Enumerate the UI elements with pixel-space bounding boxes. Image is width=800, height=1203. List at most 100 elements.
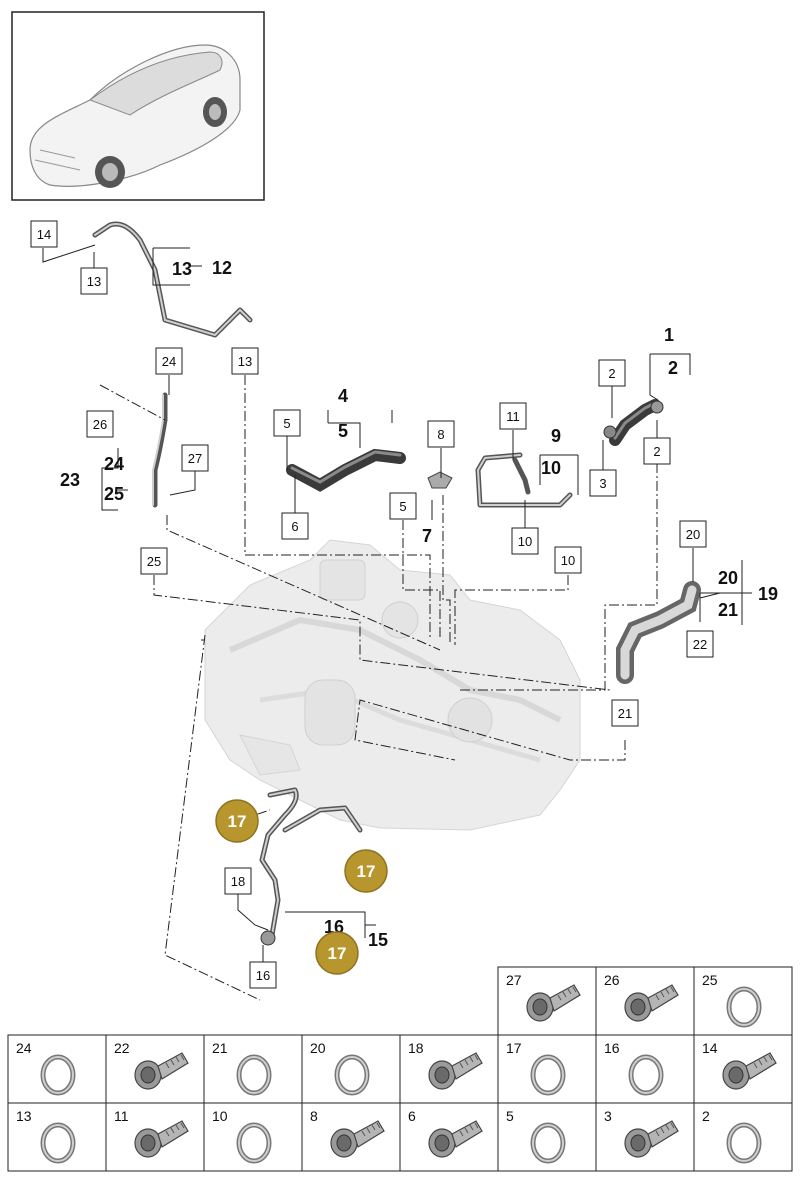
parts-cell-number: 24: [16, 1040, 32, 1056]
parts-cell-10: 10: [203, 1102, 303, 1172]
callout-box-2: 2: [643, 437, 671, 465]
parts-cell-6: 6: [399, 1102, 499, 1172]
badge-17: 17: [344, 849, 388, 893]
parts-cell-number: 25: [702, 972, 718, 988]
parts-cell-2: 2: [693, 1102, 793, 1172]
svg-text:2: 2: [653, 444, 660, 459]
callout-box-21: 21: [611, 699, 639, 727]
svg-text:18: 18: [231, 874, 245, 889]
label-25: 25: [104, 484, 124, 504]
badge-17: 17: [315, 931, 359, 975]
svg-text:11: 11: [506, 409, 520, 424]
group-labels: 13 12 24 23 25 4 5 7 9 10 1 2 20 21 19 1…: [60, 258, 778, 950]
bracket-7: [427, 471, 453, 489]
svg-text:22: 22: [693, 637, 707, 652]
svg-text:13: 13: [87, 274, 101, 289]
label-4: 4: [338, 386, 348, 406]
callout-box-20: 20: [679, 520, 707, 548]
svg-text:8: 8: [437, 427, 444, 442]
callout-box-13: 13: [80, 267, 108, 295]
svg-text:26: 26: [93, 417, 107, 432]
svg-text:17: 17: [228, 812, 247, 831]
svg-text:17: 17: [357, 862, 376, 881]
label-1: 1: [664, 325, 674, 345]
label-24: 24: [104, 454, 124, 474]
svg-text:3: 3: [599, 476, 606, 491]
callout-box-3: 3: [589, 469, 617, 497]
parts-cell-16: 16: [595, 1034, 695, 1104]
leader-lines: [99, 375, 658, 1001]
callout-box-22: 22: [686, 630, 714, 658]
parts-cell-11: 11: [105, 1102, 205, 1172]
parts-cell-number: 17: [506, 1040, 522, 1056]
hose-4: [286, 448, 406, 492]
parts-cell-number: 8: [310, 1108, 318, 1124]
callout-box-24: 24: [155, 347, 183, 375]
label-23: 23: [60, 470, 80, 490]
parts-cell-number: 13: [16, 1108, 32, 1124]
parts-cell-number: 5: [506, 1108, 514, 1124]
callout-box-5: 5: [273, 409, 301, 437]
label-9: 9: [551, 426, 561, 446]
parts-cell-25: 25: [693, 966, 793, 1036]
pipe-19: [616, 581, 701, 684]
svg-text:6: 6: [291, 519, 298, 534]
label-19: 19: [758, 584, 778, 604]
callout-boxes: 14 13 13 24 26 27 25 5 6 5 8 11 10 10 2 …: [30, 220, 714, 989]
svg-text:27: 27: [188, 451, 202, 466]
callout-box-6: 6: [281, 512, 309, 540]
parts-cell-26: 26: [595, 966, 695, 1036]
callout-box-13: 13: [231, 347, 259, 375]
pipe-15: [259, 787, 363, 946]
parts-cell-21: 21: [203, 1034, 303, 1104]
parts-cell-17: 17: [497, 1034, 597, 1104]
label-5: 5: [338, 421, 348, 441]
svg-text:10: 10: [518, 534, 532, 549]
parts-cell-number: 27: [506, 972, 522, 988]
parts-cell-number: 22: [114, 1040, 130, 1056]
label-10: 10: [541, 458, 561, 478]
parts-cell-number: 16: [604, 1040, 620, 1056]
callout-box-10: 10: [554, 546, 582, 574]
parts-cell-number: 21: [212, 1040, 228, 1056]
svg-text:16: 16: [256, 968, 270, 983]
svg-text:2: 2: [608, 366, 615, 381]
label-2: 2: [668, 358, 678, 378]
callout-box-5: 5: [389, 492, 417, 520]
label-12: 12: [212, 258, 232, 278]
callout-box-18: 18: [224, 867, 252, 895]
parts-cell-number: 10: [212, 1108, 228, 1124]
callout-box-16: 16: [249, 961, 277, 989]
svg-text:5: 5: [283, 416, 290, 431]
parts-cell-number: 20: [310, 1040, 326, 1056]
parts-cell-27: 27: [497, 966, 597, 1036]
label-7: 7: [422, 526, 432, 546]
callout-box-14: 14: [30, 220, 58, 248]
parts-cell-8: 8: [301, 1102, 401, 1172]
svg-text:24: 24: [162, 354, 176, 369]
parts-cell-24: 24: [7, 1034, 107, 1104]
callout-box-25: 25: [140, 547, 168, 575]
svg-text:21: 21: [618, 706, 632, 721]
callout-box-27: 27: [181, 444, 209, 472]
solid-leaders: [42, 244, 752, 962]
callout-box-8: 8: [427, 420, 455, 448]
callout-box-26: 26: [86, 410, 114, 438]
hose-1: [603, 399, 664, 446]
parts-cell-14: 14: [693, 1034, 793, 1104]
svg-text:13: 13: [238, 354, 252, 369]
svg-text:25: 25: [147, 554, 161, 569]
callout-box-10: 10: [511, 527, 539, 555]
parts-cell-number: 14: [702, 1040, 718, 1056]
parts-cell-number: 6: [408, 1108, 416, 1124]
parts-cell-18: 18: [399, 1034, 499, 1104]
engine-block: [204, 539, 581, 831]
label-21: 21: [718, 600, 738, 620]
pipe-9: [475, 452, 573, 508]
svg-text:10: 10: [561, 553, 575, 568]
vehicle-thumbnail: [11, 11, 265, 201]
parts-cell-3: 3: [595, 1102, 695, 1172]
svg-text:20: 20: [686, 527, 700, 542]
